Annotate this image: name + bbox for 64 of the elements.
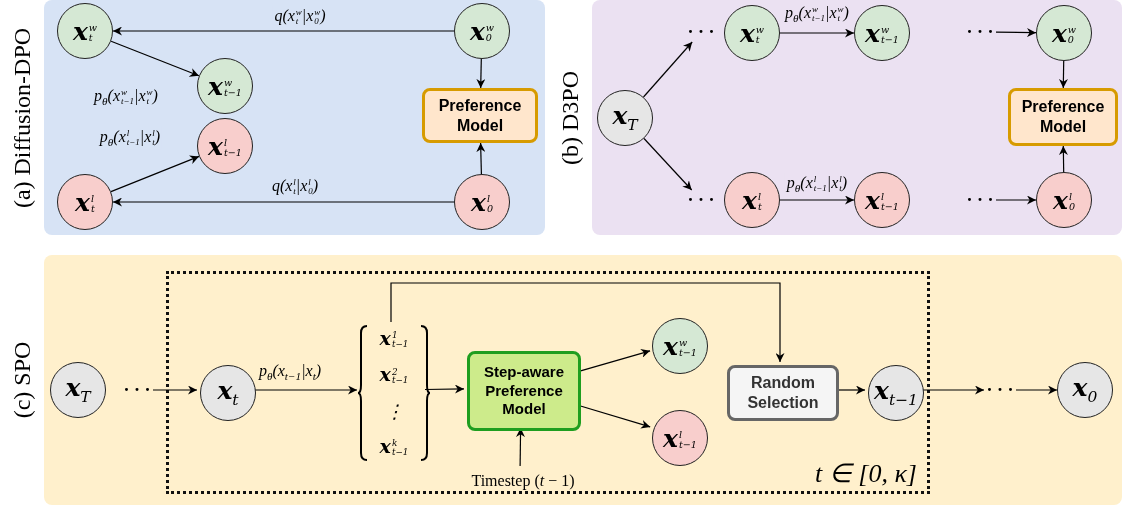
arrow: [1015, 385, 1058, 395]
state-circle: [724, 172, 780, 228]
state-circle: [597, 90, 653, 146]
arrow: [1058, 60, 1068, 89]
ellipsis: · · ·: [121, 380, 153, 400]
arrow: [424, 384, 465, 394]
state-circle: [854, 172, 910, 228]
panel-title: (c) SPO: [8, 341, 36, 419]
arrow: [390, 282, 785, 363]
box-label: Random Selection: [746, 373, 820, 413]
state-circle: [200, 365, 256, 421]
arrow: [1058, 145, 1068, 173]
state-circle: [454, 3, 510, 59]
ellipsis: · · ·: [685, 190, 717, 210]
loop-region: [166, 271, 930, 494]
sample-set: [360, 325, 428, 461]
panel-title: (a) Diffusion-DPO: [8, 27, 36, 209]
math-label: x$_{T}$: [65, 374, 91, 406]
state-circle: [652, 410, 708, 466]
math-label: x$_{0}$: [1072, 374, 1098, 406]
preference-model-box: [422, 88, 538, 143]
arrow: [110, 155, 200, 193]
arrow: [995, 195, 1037, 205]
arrow: [476, 142, 486, 175]
arrow: [642, 41, 693, 98]
state-circle: [854, 5, 910, 61]
math-label: ⋮: [384, 401, 404, 421]
state-circle: [50, 362, 106, 418]
state-circle: [57, 3, 113, 59]
ellipsis: · · ·: [964, 190, 996, 210]
state-circle: [454, 174, 510, 230]
timestep-label: Timestep (t − 1): [453, 469, 593, 493]
arrow: [110, 40, 200, 77]
arrow: [476, 58, 486, 89]
state-circle: [57, 174, 113, 230]
state-circle: [1036, 5, 1092, 61]
state-circle: [197, 58, 253, 114]
arrow: [779, 195, 855, 205]
state-circle: [652, 318, 708, 374]
state-circle: [868, 365, 924, 421]
state-circle: [197, 118, 253, 174]
math-label: x$_{T}$: [612, 102, 638, 134]
step-aware-model-box: [467, 351, 581, 431]
arrow: [152, 385, 198, 395]
math-label: x$_{t}$: [217, 377, 239, 409]
box-label: Preference Model: [437, 95, 523, 136]
ellipsis: · · ·: [685, 22, 717, 42]
arrow: [779, 28, 855, 38]
random-selection-box: [727, 365, 839, 421]
arrow: [643, 137, 693, 191]
ellipsis: · · ·: [984, 380, 1016, 400]
math-label: x$_{t−1}$: [874, 377, 918, 409]
arrow: [112, 197, 455, 207]
arrow: [995, 28, 1037, 38]
preference-model-box: [1008, 88, 1118, 146]
panel-title: (b) D3PO: [556, 71, 584, 165]
arrow: [112, 26, 455, 36]
box-label: Step-aware Preference Model: [482, 362, 565, 420]
state-circle: [1057, 362, 1113, 418]
state-circle: [724, 5, 780, 61]
state-circle: [1036, 172, 1092, 228]
ellipsis: · · ·: [964, 22, 996, 42]
box-label: Preference Model: [1020, 97, 1106, 137]
range-label: t ∈ [0, κ]: [815, 458, 917, 489]
